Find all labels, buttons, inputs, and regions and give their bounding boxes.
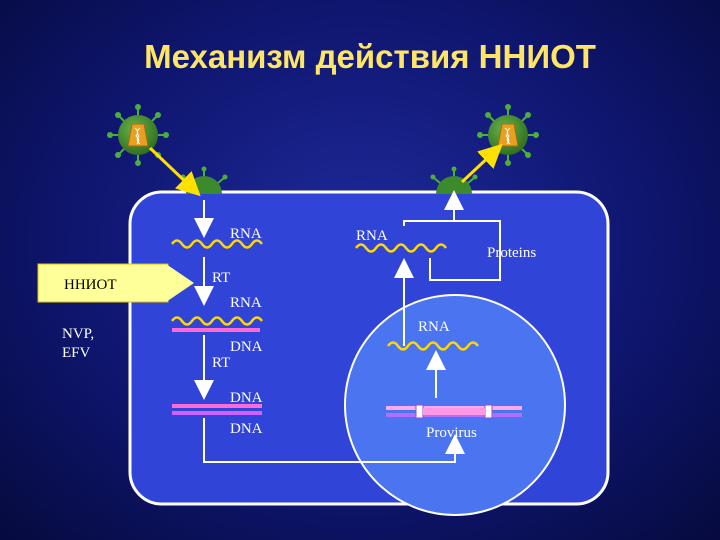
nuclear-rna-strand	[386, 341, 480, 351]
drug-nvp: NVP,	[62, 326, 94, 342]
dsdna-top-strand	[172, 404, 262, 408]
label-rna-nucleus: RNA	[418, 319, 450, 335]
nucleus	[344, 294, 566, 516]
assembly-arrow	[403, 190, 464, 226]
exiting-virus-bud	[430, 166, 478, 194]
proteins-arrow	[429, 220, 501, 281]
cytoplasm-rna-strand	[354, 243, 448, 253]
hiv-virion-left	[107, 104, 169, 166]
label-rna-entry: RNA	[230, 226, 262, 242]
label-dna-top: DNA	[230, 390, 263, 406]
label-provirus: Provirus	[426, 425, 477, 441]
hybrid-dna-strand	[172, 328, 260, 332]
label-proteins: Proteins	[487, 245, 536, 261]
label-rna-out: RNA	[356, 228, 388, 244]
nnrti-label: ННИОТ	[64, 277, 117, 293]
label-rt-2: RT	[212, 355, 230, 371]
label-dna-hybrid: DNA	[230, 339, 263, 355]
virus-entry-arrow	[148, 146, 201, 197]
hiv-virion-right	[477, 104, 539, 166]
entering-virus-bud	[180, 166, 228, 194]
dsdna-bottom-strand	[172, 411, 262, 415]
nnrti-inhibition-arrow	[166, 264, 194, 302]
virus-release-arrow	[460, 143, 503, 184]
viral-rna-strand	[170, 239, 264, 249]
hybrid-rna-strand	[170, 316, 264, 326]
integration-path-arrow	[203, 418, 465, 463]
label-dna-bottom: DNA	[230, 421, 263, 437]
provirus-dna	[386, 404, 522, 419]
drug-efv: EFV	[62, 345, 91, 361]
label-rt-1: RT	[212, 270, 230, 286]
label-rna-hybrid: RNA	[230, 295, 262, 311]
nnrti-box	[37, 263, 169, 303]
slide-title: Механизм действия ННИОТ	[144, 38, 596, 75]
